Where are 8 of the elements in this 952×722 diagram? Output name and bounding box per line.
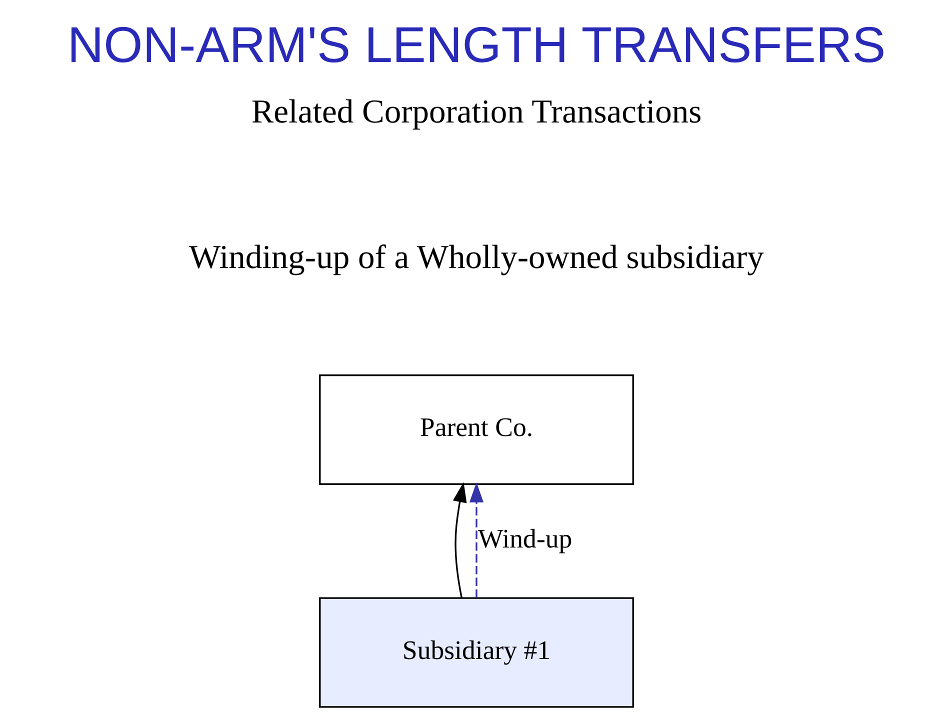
node-box: Parent Co. xyxy=(318,374,634,485)
arrow xyxy=(452,482,466,598)
label: Related Corporation Transactions xyxy=(250,93,702,130)
edge-label: Wind-up xyxy=(477,523,572,554)
diagram-title: NON-ARM'S LENGTH TRANSFERS xyxy=(66,16,886,73)
label: Winding-up of a Wholly-owned subsidiary xyxy=(188,239,764,276)
arrow xyxy=(468,482,484,598)
node-box: Subsidiary #1 xyxy=(318,597,634,708)
